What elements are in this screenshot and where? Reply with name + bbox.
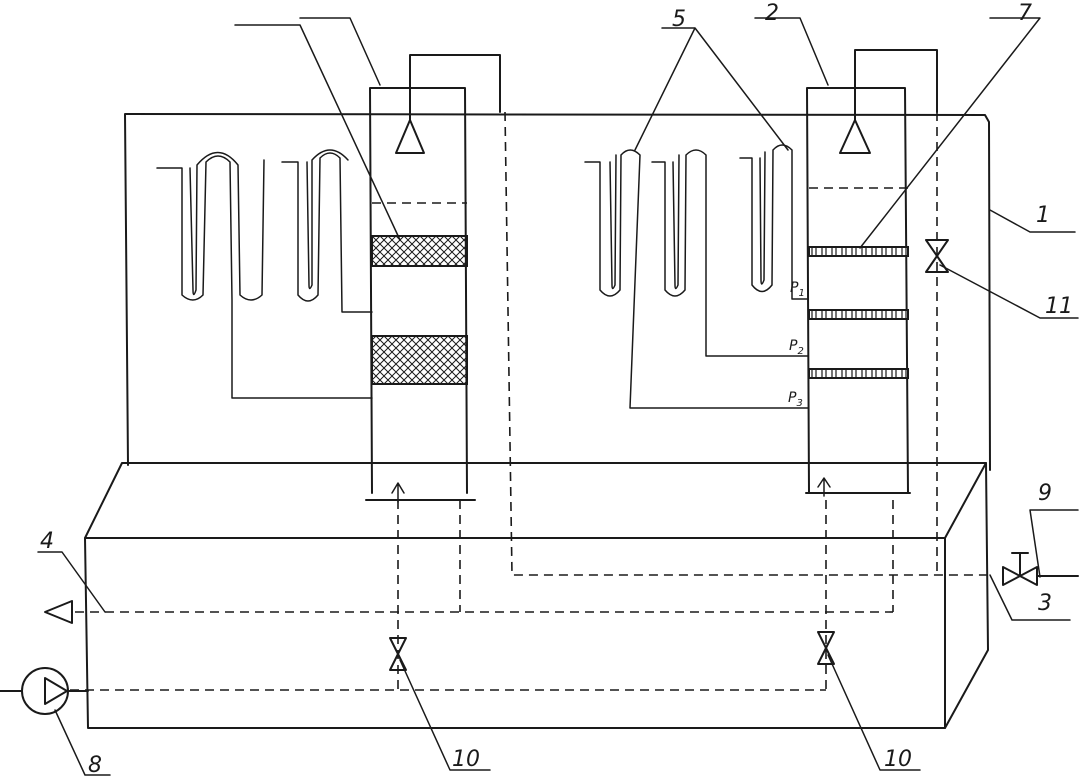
- manometer-tube: [651, 149, 809, 357]
- manometer-tube: [584, 149, 809, 409]
- valve-11-icon: [925, 239, 949, 273]
- manometer-tube: [306, 149, 349, 290]
- column-right: [805, 49, 938, 497]
- perforated-tray: [808, 246, 909, 257]
- manometer-tube: [739, 144, 809, 300]
- label-column: 2: [765, 1, 779, 26]
- manometer-tube: [759, 151, 766, 285]
- column-left: [365, 54, 501, 503]
- manometer-tube: [189, 151, 265, 301]
- gas-inlet-arrow-icon: [817, 477, 831, 497]
- label-pump: 8: [88, 753, 102, 778]
- packing-layer: [371, 335, 468, 385]
- nozzle-icon: [839, 119, 871, 154]
- tank-body: [84, 462, 989, 729]
- label-stand: 1: [1036, 203, 1050, 228]
- label-manometers: 5: [672, 7, 686, 32]
- perforated-tray: [808, 309, 909, 320]
- label-valve-9: 9: [1038, 481, 1052, 506]
- label-tray: 7: [1018, 1, 1032, 26]
- manometer-group-left: [156, 149, 373, 399]
- valve-9-icon: [1002, 552, 1079, 586]
- packing-layer: [371, 235, 468, 267]
- valve-10-left-icon: [389, 637, 407, 671]
- manometer-tube: [281, 152, 373, 313]
- label-valve-10-right: 10: [884, 747, 912, 772]
- label-valve-10-left: 10: [452, 747, 480, 772]
- valve-10-right-icon: [817, 631, 835, 665]
- outlet-arrow-icon: [44, 600, 73, 624]
- pressure-tap-label: P3: [788, 390, 803, 409]
- leader-lines: [37, 17, 1079, 776]
- label-outlet-pipe: 3: [1038, 591, 1052, 616]
- manometer-tube: [156, 155, 373, 399]
- nozzle-icon: [395, 119, 425, 154]
- perforated-tray: [808, 368, 909, 379]
- manometer-tube: [672, 154, 680, 290]
- pump-icon: [0, 667, 89, 715]
- stand-board: [124, 113, 991, 471]
- manometer-tube: [609, 154, 617, 290]
- label-outlet-line: 4: [40, 529, 54, 554]
- piping-hidden: [70, 111, 990, 691]
- label-valve-11: 11: [1045, 294, 1073, 319]
- manometer-group-right: [584, 144, 809, 409]
- pressure-tap-label: P2: [789, 338, 804, 357]
- gas-inlet-arrow-icon: [391, 482, 405, 503]
- pressure-tap-label: P1: [790, 280, 805, 299]
